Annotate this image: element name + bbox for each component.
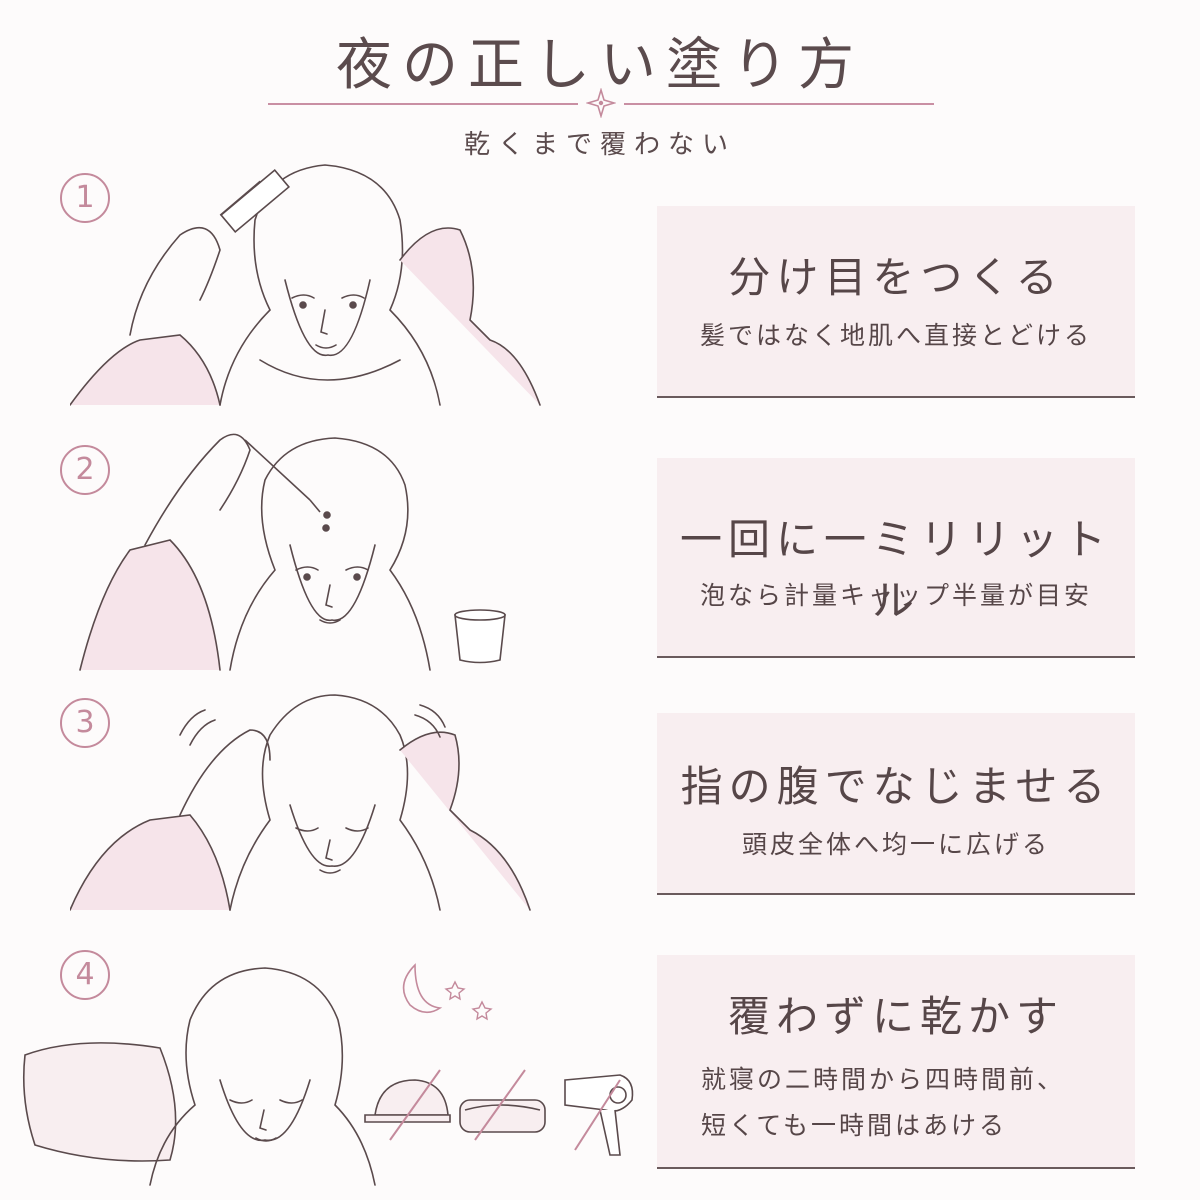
step-3-description: 頭皮全体へ均一に広げる (741, 830, 1050, 859)
step-2-illustration (79, 433, 506, 671)
pillow-icon (23, 1042, 177, 1162)
cup-icon (454, 609, 506, 664)
step-number-4: 4 (60, 950, 110, 1000)
step-3-heading: 指の腹でなじませる (680, 762, 1112, 811)
step-4-card: 覆わずに乾かす 就寝の二時間から四時間前、 短くても一時間はあける (657, 955, 1135, 1169)
title-divider-left (268, 103, 578, 105)
step-4-description-line-1: 就寝の二時間から四時間前、 (701, 1065, 1066, 1094)
page-subtitle: 乾くまで覆わない (463, 130, 736, 160)
step-1-illustration (70, 164, 541, 406)
hair-dryer-icon (564, 1074, 634, 1156)
comb-icon (219, 168, 291, 234)
step-4-description: 就寝の二時間から四時間前、 短くても一時間はあける (701, 1057, 1065, 1149)
step-4-illustration (23, 963, 634, 1186)
step-1-heading: 分け目をつくる (728, 253, 1064, 302)
cap-icon (364, 1079, 451, 1123)
towel-icon (459, 1099, 546, 1133)
step-2-card: 一回に一ミリリットル 泡なら計量キャップ半量が目安 (657, 458, 1135, 658)
star-icon (444, 980, 493, 1021)
step-2-description: 泡なら計量キャップ半量が目安 (699, 581, 1092, 610)
step-number-2: 2 (60, 445, 110, 495)
step-1-description: 髪ではなく地肌へ直接とどける (699, 321, 1092, 350)
step-number-1: 1 (60, 173, 110, 223)
page-title: 夜の正しい塗り方 (336, 33, 864, 98)
step-4-heading: 覆わずに乾かす (727, 992, 1064, 1041)
title-divider-right (624, 103, 934, 105)
step-3-card: 指の腹でなじませる 頭皮全体へ均一に広げる (657, 713, 1135, 895)
moon-icon (402, 963, 443, 1014)
sparkle-icon (586, 88, 616, 118)
step-1-card: 分け目をつくる 髪ではなく地肌へ直接とどける (657, 206, 1135, 398)
dropper-icon (244, 439, 331, 532)
step-3-illustration (70, 694, 531, 911)
step-number-3: 3 (60, 698, 110, 748)
step-4-description-line-2: 短くても一時間はあける (701, 1111, 1008, 1140)
step-2-heading: 一回に一ミリリットル (679, 515, 1112, 625)
